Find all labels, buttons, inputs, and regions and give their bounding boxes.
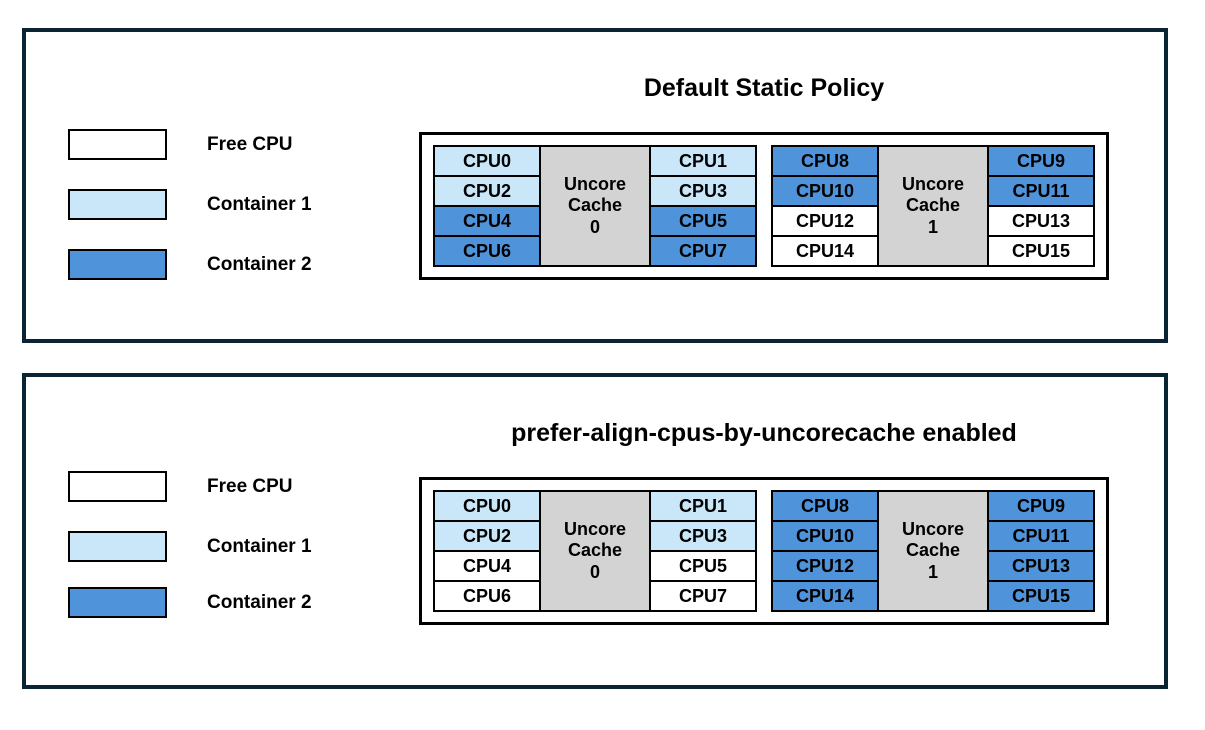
cpu-column-left: CPU0 CPU2 CPU4 CPU6 xyxy=(433,145,541,267)
legend-swatch-free-cpu xyxy=(68,129,167,160)
cpu-column-right: CPU9 CPU11 CPU13 CPU15 xyxy=(987,145,1095,267)
uncore-label-line: 1 xyxy=(927,561,938,582)
panel-uncorecache-enabled: Free CPU Container 1 Container 2 prefer-… xyxy=(22,373,1168,689)
legend-label-free-cpu: Free CPU xyxy=(207,133,293,155)
cpu-cell: CPU5 xyxy=(649,205,757,237)
cpu-topology-diagram: CPU0 CPU2 CPU4 CPU6 Uncore Cache 0 CPU1 … xyxy=(419,477,1109,625)
legend-item-free-cpu: Free CPU xyxy=(68,129,293,160)
cpu-column-left: CPU0 CPU2 CPU4 CPU6 xyxy=(433,490,541,612)
legend-label-free-cpu: Free CPU xyxy=(207,475,293,497)
cpu-column-left: CPU8 CPU10 CPU12 CPU14 xyxy=(771,490,879,612)
cpu-cell: CPU8 xyxy=(771,145,879,177)
legend-swatch-container-2 xyxy=(68,587,167,618)
cpu-cell: CPU14 xyxy=(771,580,879,612)
legend-item-container-1: Container 1 xyxy=(68,531,312,562)
cpu-cell: CPU5 xyxy=(649,550,757,582)
uncore-label-line: Uncore xyxy=(901,173,964,194)
cpu-cell: CPU3 xyxy=(649,175,757,207)
uncore-group-1: CPU8 CPU10 CPU12 CPU14 Uncore Cache 1 CP… xyxy=(771,490,1095,612)
uncore-label-line: Uncore xyxy=(563,173,626,194)
cpu-cell: CPU4 xyxy=(433,205,541,237)
uncore-group-0: CPU0 CPU2 CPU4 CPU6 Uncore Cache 0 CPU1 … xyxy=(433,490,757,612)
uncore-label-line: 0 xyxy=(589,561,600,582)
cpu-cell: CPU12 xyxy=(771,205,879,237)
cpu-cell: CPU3 xyxy=(649,520,757,552)
panel-title: prefer-align-cpus-by-uncorecache enabled xyxy=(511,419,1017,447)
cpu-cell: CPU2 xyxy=(433,175,541,207)
panel-default-static-policy: Free CPU Container 1 Container 2 Default… xyxy=(22,28,1168,343)
uncore-label-line: Cache xyxy=(567,540,623,561)
cpu-cell: CPU13 xyxy=(987,205,1095,237)
cpu-cell: CPU9 xyxy=(987,490,1095,522)
cpu-column-right: CPU1 CPU3 CPU5 CPU7 xyxy=(649,145,757,267)
cpu-cell: CPU15 xyxy=(987,235,1095,267)
cpu-cell: CPU7 xyxy=(649,580,757,612)
cpu-cell: CPU0 xyxy=(433,490,541,522)
cpu-cell: CPU0 xyxy=(433,145,541,177)
cpu-cell: CPU11 xyxy=(987,520,1095,552)
cpu-cell: CPU14 xyxy=(771,235,879,267)
uncore-cache-0-block: Uncore Cache 0 xyxy=(539,490,651,612)
uncore-cache-1-block: Uncore Cache 1 xyxy=(877,145,989,267)
legend-item-free-cpu: Free CPU xyxy=(68,471,293,502)
uncore-label-line: Cache xyxy=(905,195,961,216)
legend-swatch-container-1 xyxy=(68,189,167,220)
cpu-cell: CPU9 xyxy=(987,145,1095,177)
cpu-column-left: CPU8 CPU10 CPU12 CPU14 xyxy=(771,145,879,267)
cpu-cell: CPU4 xyxy=(433,550,541,582)
cpu-cell: CPU8 xyxy=(771,490,879,522)
uncore-group-0: CPU0 CPU2 CPU4 CPU6 Uncore Cache 0 CPU1 … xyxy=(433,145,757,267)
legend-swatch-container-1 xyxy=(68,531,167,562)
uncore-label-line: Cache xyxy=(905,540,961,561)
legend-item-container-2: Container 2 xyxy=(68,587,312,618)
uncore-label-line: Uncore xyxy=(563,518,626,539)
legend-item-container-1: Container 1 xyxy=(68,189,312,220)
uncore-cache-0-block: Uncore Cache 0 xyxy=(539,145,651,267)
legend-label-container-1: Container 1 xyxy=(207,193,312,215)
legend-swatch-container-2 xyxy=(68,249,167,280)
legend-swatch-free-cpu xyxy=(68,471,167,502)
cpu-topology-diagram: CPU0 CPU2 CPU4 CPU6 Uncore Cache 0 CPU1 … xyxy=(419,132,1109,280)
cpu-cell: CPU1 xyxy=(649,490,757,522)
uncore-label-line: Cache xyxy=(567,195,623,216)
cpu-cell: CPU15 xyxy=(987,580,1095,612)
legend-item-container-2: Container 2 xyxy=(68,249,312,280)
uncore-cache-1-block: Uncore Cache 1 xyxy=(877,490,989,612)
cpu-column-right: CPU1 CPU3 CPU5 CPU7 xyxy=(649,490,757,612)
cpu-cell: CPU6 xyxy=(433,580,541,612)
cpu-cell: CPU2 xyxy=(433,520,541,552)
legend-label-container-2: Container 2 xyxy=(207,591,312,613)
cpu-column-right: CPU9 CPU11 CPU13 CPU15 xyxy=(987,490,1095,612)
cpu-cell: CPU1 xyxy=(649,145,757,177)
uncore-group-1: CPU8 CPU10 CPU12 CPU14 Uncore Cache 1 CP… xyxy=(771,145,1095,267)
cpu-cell: CPU6 xyxy=(433,235,541,267)
legend-label-container-1: Container 1 xyxy=(207,535,312,557)
cpu-cell: CPU12 xyxy=(771,550,879,582)
panel-title: Default Static Policy xyxy=(643,74,885,102)
legend-label-container-2: Container 2 xyxy=(207,253,312,275)
cpu-cell: CPU10 xyxy=(771,520,879,552)
cpu-cell: CPU13 xyxy=(987,550,1095,582)
uncore-label-line: 0 xyxy=(589,216,600,237)
cpu-cell: CPU11 xyxy=(987,175,1095,207)
uncore-label-line: Uncore xyxy=(901,518,964,539)
cpu-cell: CPU10 xyxy=(771,175,879,207)
uncore-label-line: 1 xyxy=(927,216,938,237)
cpu-cell: CPU7 xyxy=(649,235,757,267)
